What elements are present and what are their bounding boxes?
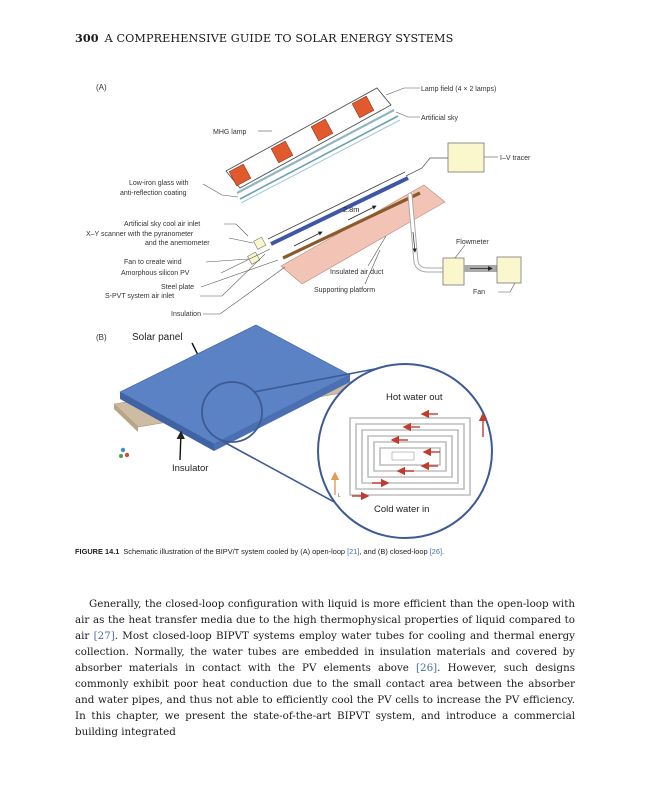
label-insulator: Insulator bbox=[172, 463, 208, 474]
solar-panel-side bbox=[214, 375, 350, 451]
label-cold-water-in: Cold water in bbox=[374, 504, 429, 515]
iv-tracer-box bbox=[447, 142, 485, 173]
leader-amorphous-pv bbox=[220, 248, 271, 274]
artificial-sky-bar bbox=[236, 109, 395, 194]
label-scanner-2: and the anemometer bbox=[145, 240, 210, 247]
body-text-3: . However, such designs commonly exhibit… bbox=[75, 662, 575, 738]
body-text-2: . Most closed-loop BIPVT systems employ … bbox=[75, 630, 575, 674]
label-artificial-sky: Artificial sky bbox=[421, 115, 458, 122]
leader-flowmeter bbox=[454, 244, 466, 259]
zoom-connector-top bbox=[253, 367, 381, 393]
label-glass-1: Low-iron glass with bbox=[129, 180, 189, 187]
leader-scanner bbox=[228, 237, 254, 244]
label-insulation: Insulation bbox=[171, 311, 201, 318]
label-glass-2: anti-reflection coating bbox=[120, 190, 187, 197]
lamp bbox=[270, 140, 294, 164]
lamp bbox=[351, 95, 375, 119]
label-sky-inlet: Artificial sky cool air inlet bbox=[124, 221, 200, 228]
figure-14-1: (A) Lamp field (4 × 2 lamps) Artificial … bbox=[86, 83, 531, 539]
leader-insulation bbox=[203, 266, 286, 315]
leader-sky-inlet bbox=[224, 223, 249, 237]
label-amorphous-pv: Amorphous silicon PV bbox=[121, 270, 190, 277]
caption-text-2: , and (B) closed-loop bbox=[359, 547, 430, 556]
citation-27[interactable]: [27] bbox=[93, 630, 115, 642]
caption-label: FIGURE 14.1 bbox=[75, 547, 120, 556]
flowmeter-box bbox=[442, 257, 465, 286]
leader-pvt-inlet bbox=[200, 253, 266, 297]
panel-b: (B) Solar panel Insulator Hot w bbox=[96, 324, 493, 539]
label-flowmeter: Flowmeter bbox=[456, 239, 489, 246]
water-flow-arrows bbox=[352, 409, 488, 501]
running-head: 300 A COMPREHENSIVE GUIDE TO SOLAR ENERGY… bbox=[75, 31, 453, 45]
page-number: 300 bbox=[75, 31, 99, 45]
zoom-source-ellipse bbox=[201, 381, 263, 443]
lamp bbox=[310, 118, 334, 142]
duct-flow-arrow bbox=[412, 231, 417, 253]
glass-line bbox=[239, 115, 399, 200]
tube-center bbox=[391, 451, 415, 461]
citation-26-caption[interactable]: [26] bbox=[429, 547, 443, 556]
fan-box bbox=[496, 256, 522, 284]
label-hot-water-out: Hot water out bbox=[386, 392, 443, 403]
panel-b-label: (B) bbox=[96, 333, 107, 342]
solar-panel-front bbox=[120, 392, 214, 451]
body-text-1: Generally, the closed-loop configuration… bbox=[75, 598, 575, 642]
label-solar-panel: Solar panel bbox=[132, 332, 183, 343]
insulator-side bbox=[114, 404, 138, 432]
panel-a-label: (A) bbox=[96, 83, 107, 92]
pointer-insulator bbox=[176, 430, 185, 461]
leader-fan bbox=[498, 282, 516, 293]
xy-scanner bbox=[253, 236, 267, 250]
label-supporting-platform: Supporting platform bbox=[314, 287, 375, 294]
pv-frame-top bbox=[267, 171, 406, 240]
fan-to-create-wind bbox=[247, 251, 261, 265]
inlet-mark: L bbox=[338, 493, 341, 499]
water-tube-coil bbox=[349, 417, 471, 496]
glass-line-b bbox=[240, 119, 401, 204]
citation-21[interactable]: [21] bbox=[347, 547, 360, 556]
label-mhg-lamp: MHG lamp bbox=[213, 129, 247, 136]
label-steel-plate: Steel plate bbox=[161, 284, 194, 291]
leader-fan-wind bbox=[205, 258, 249, 263]
air-flow-arrow bbox=[347, 205, 377, 221]
label-iv-tracer: I–V tracer bbox=[500, 155, 531, 162]
leader-steel-plate bbox=[200, 259, 279, 288]
leader-insulated-duct bbox=[367, 235, 387, 267]
iv-tracer-cable bbox=[405, 157, 448, 177]
book-title: A COMPREHENSIVE GUIDE TO SOLAR ENERGY SY… bbox=[104, 32, 454, 45]
label-lamp-field: Lamp field (4 × 2 lamps) bbox=[421, 86, 496, 93]
label-fan: Fan bbox=[473, 289, 485, 296]
leader-glass bbox=[202, 183, 239, 198]
amorphous-pv-layer bbox=[270, 176, 409, 246]
insulated-air-duct bbox=[282, 191, 421, 260]
exhaust-duct-inner bbox=[408, 193, 448, 272]
label-scanner-1: X–Y scanner with the pyranometer bbox=[86, 231, 194, 238]
air-flow-arrow bbox=[293, 231, 323, 247]
label-insulated-duct: Insulated air duct bbox=[330, 269, 383, 276]
leader-artificial-sky bbox=[395, 111, 420, 118]
mhg-lamps bbox=[228, 95, 375, 187]
leader-supporting-platform bbox=[364, 249, 381, 285]
axis-glyph bbox=[119, 447, 130, 458]
leader-lamp-field bbox=[385, 87, 420, 96]
label-length: 2.8m bbox=[343, 205, 359, 214]
caption-text-3: . bbox=[442, 547, 445, 556]
body-paragraph: Generally, the closed-loop configuration… bbox=[75, 596, 575, 740]
citation-26[interactable]: [26] bbox=[416, 662, 438, 674]
caption-text-1: Schematic illustration of the BIPV/T sys… bbox=[123, 547, 348, 556]
label-fan-wind: Fan to create wind bbox=[124, 259, 182, 266]
label-pvt-inlet: S-PVT system air inlet bbox=[105, 293, 174, 300]
panel-a: (A) Lamp field (4 × 2 lamps) Artificial … bbox=[86, 83, 531, 318]
lamp bbox=[228, 163, 252, 187]
